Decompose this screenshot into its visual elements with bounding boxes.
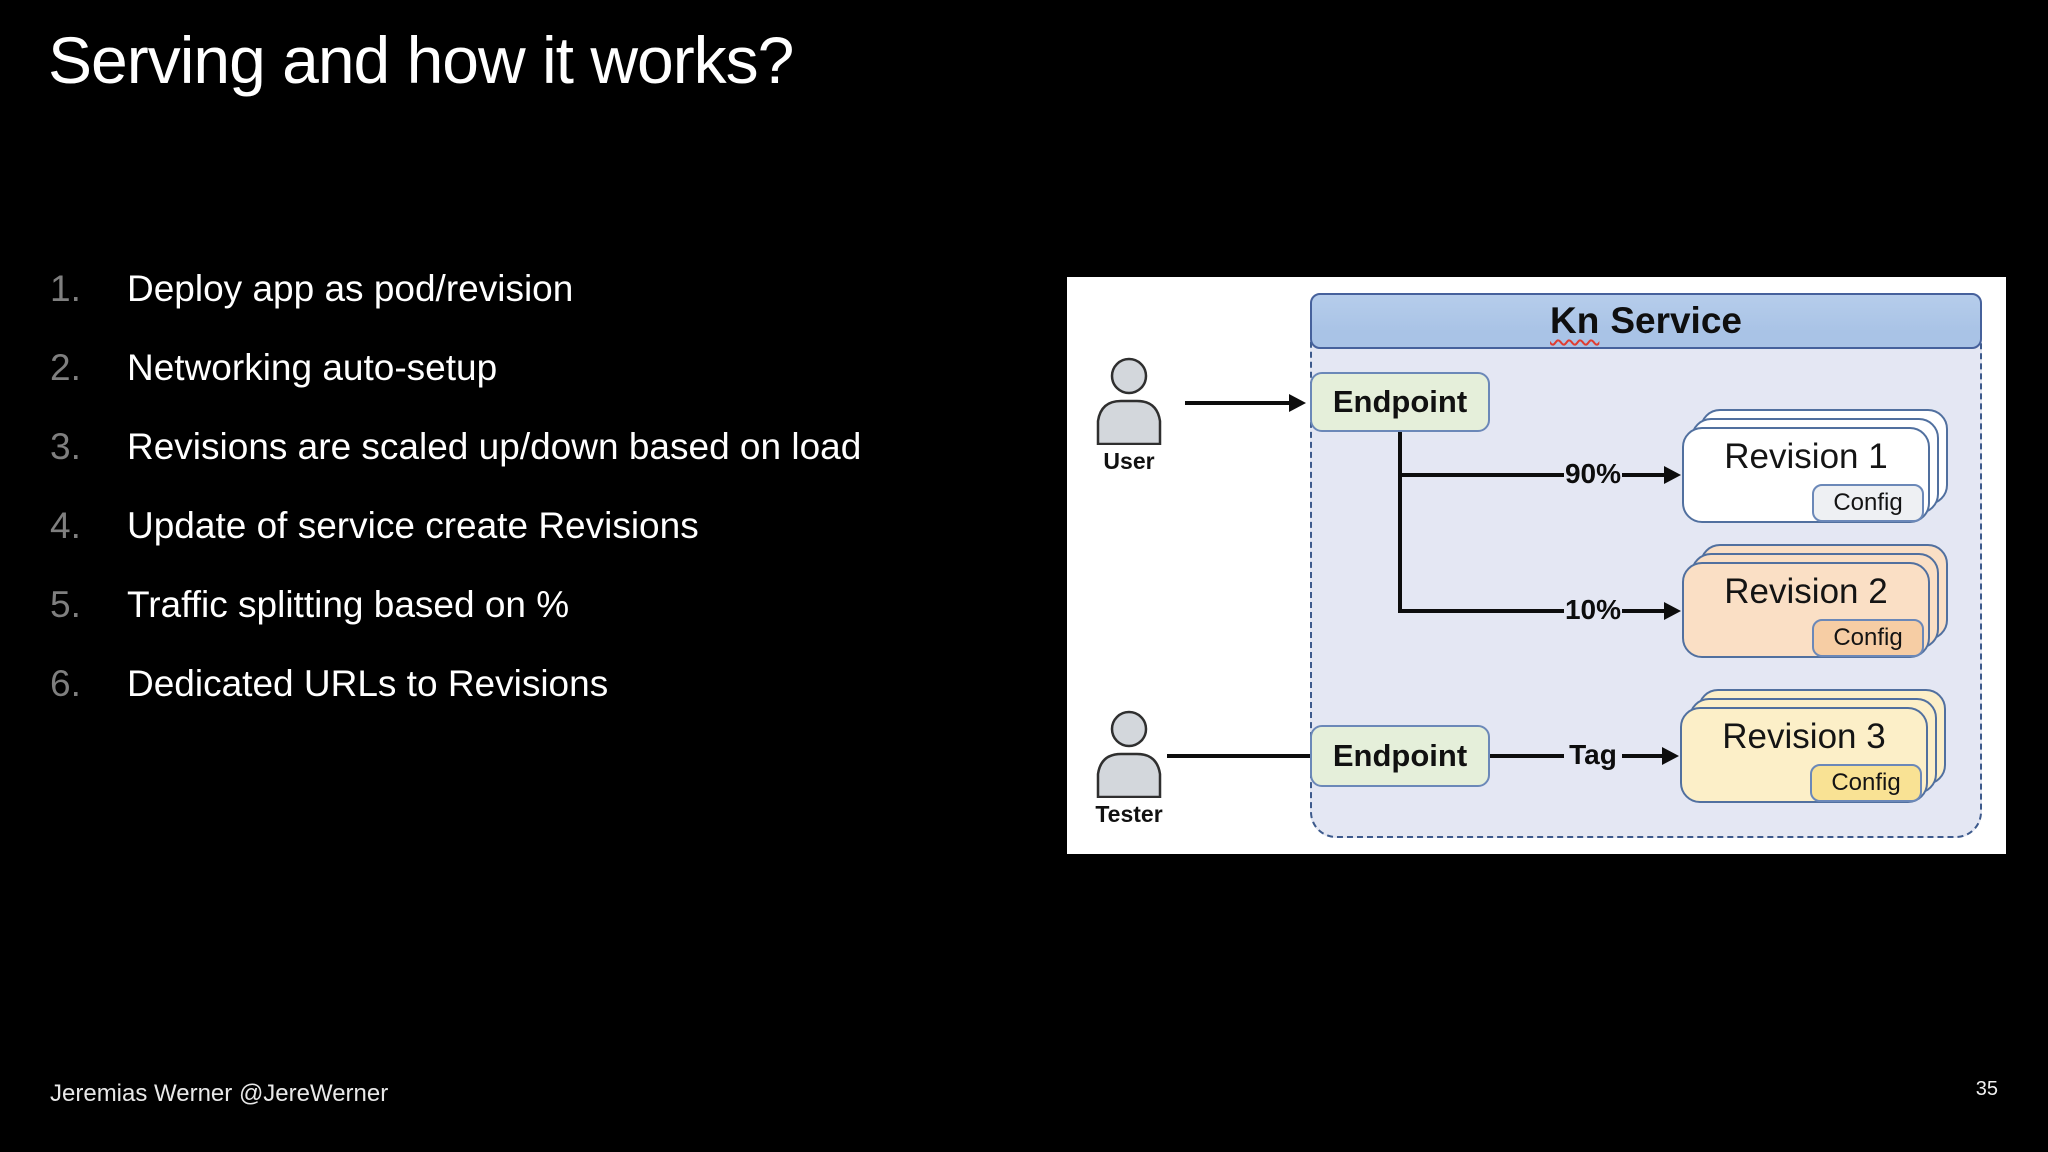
revision-card: Revision 2 Config <box>1682 562 1930 658</box>
connector-line <box>1167 754 1310 758</box>
arrowhead-icon <box>1662 747 1679 765</box>
endpoint-label: Endpoint <box>1332 738 1468 773</box>
config-badge: Config <box>1810 764 1922 802</box>
feature-list: 1. Deploy app as pod/revision 2. Network… <box>50 268 861 742</box>
connector-line <box>1622 609 1664 613</box>
person-icon <box>1096 357 1162 445</box>
revision-label: Revision 1 <box>1724 437 1888 476</box>
connector-line <box>1622 473 1664 477</box>
endpoint-box-tester: Endpoint <box>1310 725 1490 787</box>
person-icon <box>1096 710 1162 798</box>
endpoint-box-user: Endpoint <box>1310 372 1490 432</box>
page-number: 35 <box>1975 1078 1998 1100</box>
tester-actor: Tester <box>1089 710 1169 828</box>
tester-label: Tester <box>1095 801 1163 827</box>
list-item-number: 1. <box>50 268 81 309</box>
endpoint-label: Endpoint <box>1332 384 1468 419</box>
footer-credit: Jeremias Werner @JereWerner <box>50 1080 389 1107</box>
connector-line <box>1398 473 1564 477</box>
kn-service-word-kn: Kn <box>1550 300 1600 341</box>
list-item-number: 5. <box>50 584 81 625</box>
config-badge: Config <box>1812 619 1924 657</box>
list-item-text: Traffic splitting based on % <box>127 584 570 625</box>
route-label-10: 10% <box>1564 594 1622 625</box>
revision-1-stack: Revision 1 Config <box>1682 409 1948 523</box>
list-item-number: 4. <box>50 505 81 546</box>
list-item-text: Update of service create Revisions <box>127 505 699 546</box>
list-item: 4. Update of service create Revisions <box>50 505 861 584</box>
list-item-number: 2. <box>50 347 81 388</box>
revision-card: Revision 3 Config <box>1680 707 1928 803</box>
kn-service-word-service: Service <box>1610 300 1742 341</box>
diagram-panel: Kn Service User Endpoint 90% 10% Revisio… <box>1067 277 2006 854</box>
list-item-text: Deploy app as pod/revision <box>127 268 574 309</box>
route-label-tag: Tag <box>1569 739 1617 770</box>
revision-3-stack: Revision 3 Config <box>1680 689 1946 803</box>
list-item-number: 3. <box>50 426 81 467</box>
revision-2-stack: Revision 2 Config <box>1682 544 1948 658</box>
list-item: 1. Deploy app as pod/revision <box>50 268 861 347</box>
list-item-text: Dedicated URLs to Revisions <box>127 663 609 704</box>
arrowhead-icon <box>1664 602 1681 620</box>
route-label-90: 90% <box>1564 458 1622 489</box>
list-item: 3. Revisions are scaled up/down based on… <box>50 426 861 505</box>
list-item: 5. Traffic splitting based on % <box>50 584 861 663</box>
config-badge: Config <box>1812 484 1924 522</box>
user-label: User <box>1103 448 1155 474</box>
slide-title: Serving and how it works? <box>48 23 794 97</box>
kn-service-header: Kn Service <box>1310 293 1982 349</box>
connector-line <box>1622 754 1662 758</box>
connector-line <box>1490 754 1564 758</box>
revision-label: Revision 3 <box>1722 717 1886 756</box>
revision-label: Revision 2 <box>1724 572 1888 611</box>
revision-card: Revision 1 Config <box>1682 427 1930 523</box>
list-item: 2. Networking auto-setup <box>50 347 861 426</box>
arrowhead-icon <box>1289 394 1306 412</box>
list-item-text: Revisions are scaled up/down based on lo… <box>127 426 862 467</box>
list-item: 6. Dedicated URLs to Revisions <box>50 663 861 742</box>
connector-line <box>1398 432 1402 613</box>
user-actor: User <box>1089 357 1169 475</box>
connector-line <box>1185 401 1289 405</box>
list-item-text: Networking auto-setup <box>127 347 498 388</box>
connector-line <box>1398 609 1564 613</box>
arrowhead-icon <box>1664 466 1681 484</box>
list-item-number: 6. <box>50 663 81 704</box>
